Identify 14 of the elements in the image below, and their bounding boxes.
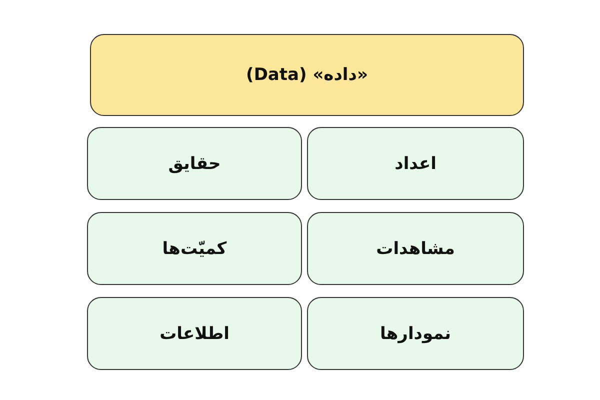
- item-label: نمودارها: [380, 324, 451, 344]
- heading-text: «داده» (Data): [246, 65, 368, 85]
- item-label: اطلاعات: [160, 324, 230, 344]
- item-box: [307, 127, 524, 200]
- item-label: مشاهدات: [376, 238, 455, 258]
- item-box: [87, 212, 302, 285]
- header-box: [90, 34, 524, 116]
- item-box: [87, 297, 302, 370]
- item-box: [307, 212, 524, 285]
- item-label: کمیّت‌ها: [162, 238, 227, 258]
- item-box: [87, 127, 302, 200]
- item-label: اعداد: [394, 154, 436, 174]
- item-label: حقایق: [168, 154, 221, 174]
- item-box: [307, 297, 524, 370]
